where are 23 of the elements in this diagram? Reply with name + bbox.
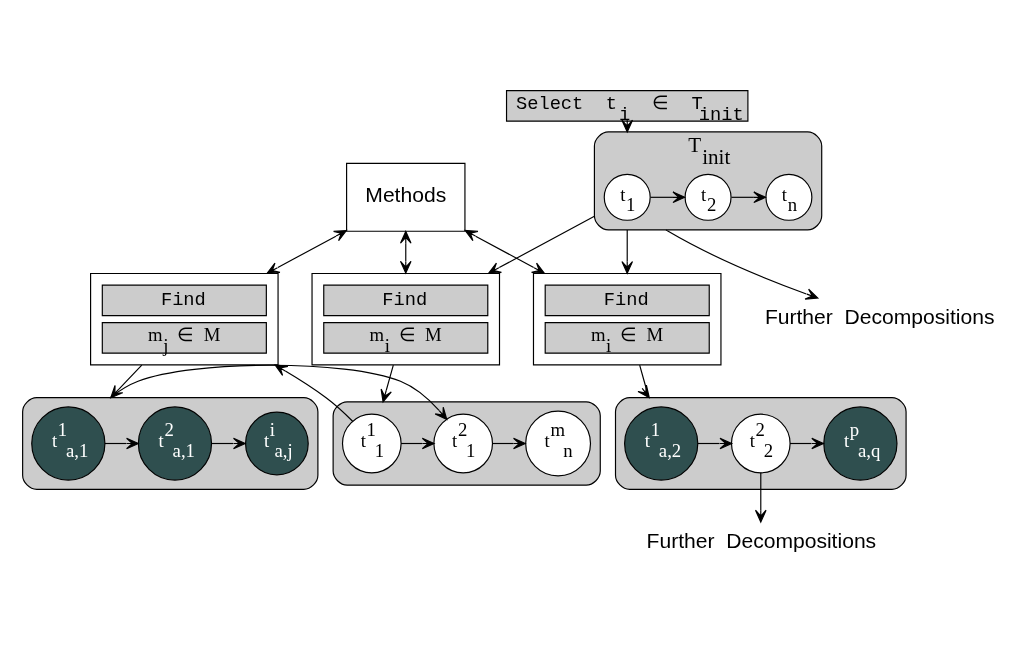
cluster — [22, 397, 319, 490]
arrow — [754, 472, 767, 523]
arrow — [266, 229, 347, 274]
arrow — [380, 364, 394, 403]
arrow — [400, 437, 435, 450]
arrow — [697, 437, 733, 450]
arrow — [665, 229, 819, 300]
arrow — [621, 229, 634, 274]
arrow — [789, 437, 825, 450]
arrow — [464, 229, 545, 274]
cluster — [332, 401, 601, 486]
arrow — [104, 437, 139, 450]
node-box: Methods — [346, 162, 466, 232]
cluster — [614, 397, 907, 490]
node-text: Further Decompositions — [764, 305, 995, 329]
arrow — [399, 230, 412, 274]
node-text: Further Decompositions — [646, 529, 877, 553]
arrow — [730, 191, 767, 204]
arrow — [637, 364, 650, 399]
arrow — [488, 215, 595, 274]
arrow — [491, 437, 526, 450]
arrow — [650, 191, 686, 204]
arrow — [211, 437, 246, 450]
